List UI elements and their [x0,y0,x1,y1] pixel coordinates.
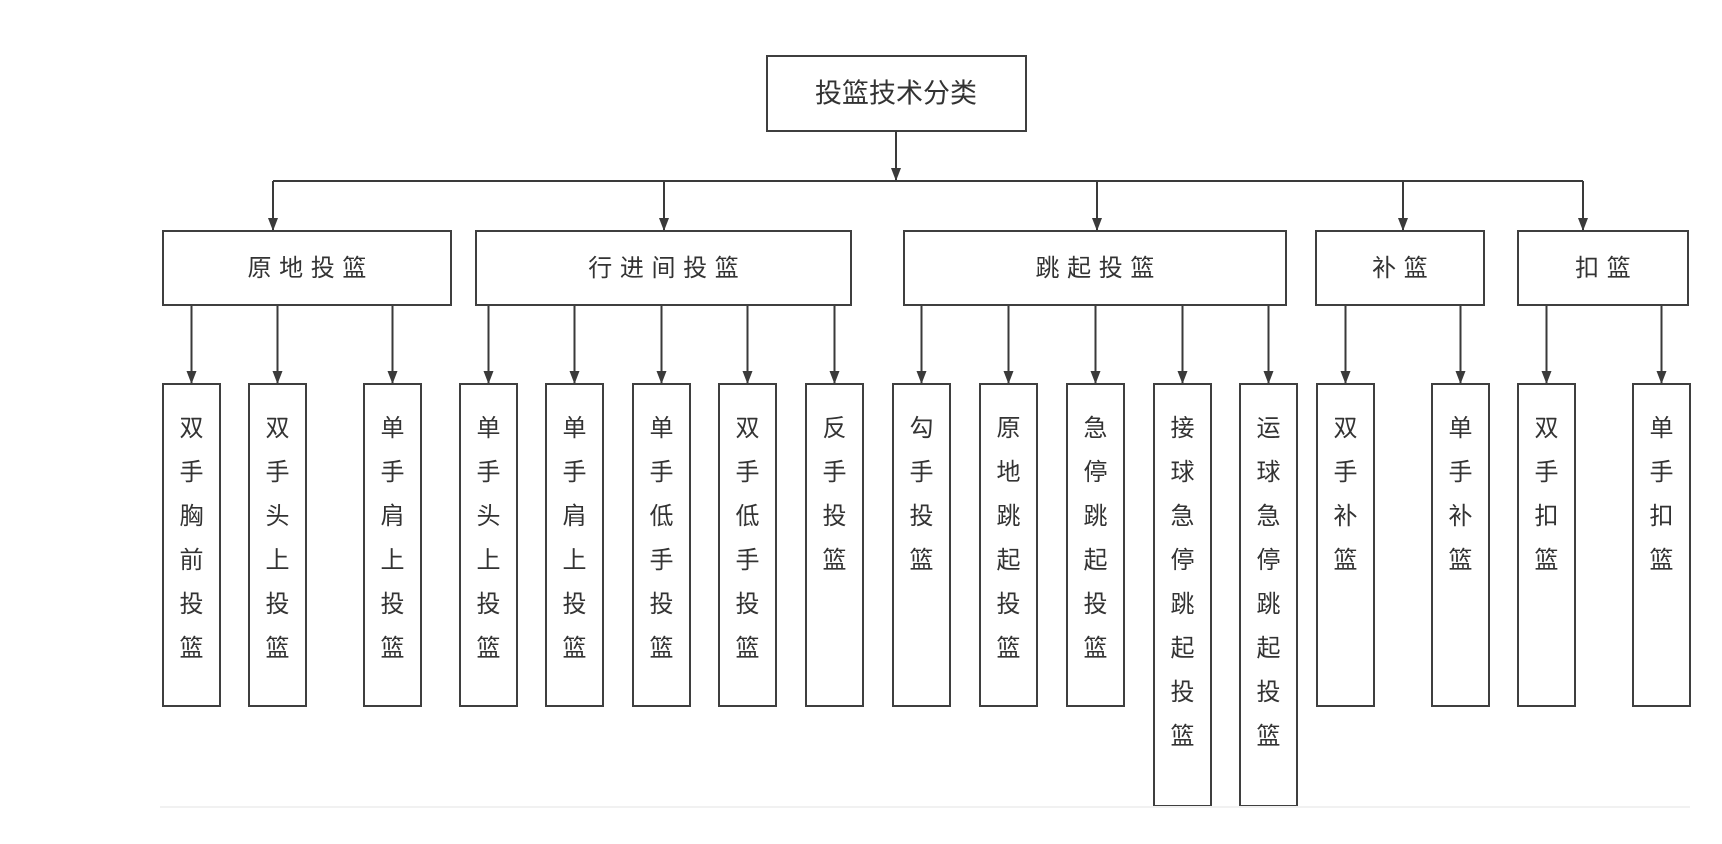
leaf-arrow [742,371,753,384]
leaf-label: 双手头上投篮 [266,414,290,662]
leaf-label: 反手投篮 [823,414,847,574]
connector-lines [186,131,1667,384]
leaf-node: 勾手投篮 [892,383,951,707]
category-node: 补 篮 [1315,230,1485,306]
leaf-label: 急停跳起投篮 [1084,414,1108,662]
leaf-box [632,383,691,707]
category-node: 行 进 间 投 篮 [475,230,852,306]
leaf-arrow [1177,371,1188,384]
leaf-arrow [1455,371,1466,384]
leaf-node: 双手补篮 [1316,383,1375,707]
leaf-box [1517,383,1576,707]
category-nodes: 原 地 投 篮行 进 间 投 篮跳 起 投 篮补 篮扣 篮 [162,230,1689,306]
leaf-box [1316,383,1375,707]
leaf-box [363,383,422,707]
leaf-node: 双手低手投篮 [718,383,777,707]
category-node: 跳 起 投 篮 [903,230,1287,306]
leaf-box [1632,383,1691,707]
leaf-arrow [656,371,667,384]
leaf-node: 双手胸前投篮 [162,383,221,707]
leaf-arrow [1263,371,1274,384]
root-label: 投篮技术分类 [815,79,977,110]
category-arrow [1398,218,1408,231]
leaf-node: 原地跳起投篮 [979,383,1038,707]
leaf-box [805,383,864,707]
leaf-label: 勾手投篮 [910,414,934,574]
leaf-label: 单手补篮 [1449,414,1473,574]
leaf-arrow [916,371,927,384]
leaf-node: 单手补篮 [1431,383,1490,707]
leaf-label: 双手低手投篮 [736,414,760,662]
leaf-box [162,383,221,707]
category-label: 跳 起 投 篮 [1036,254,1155,282]
leaf-node: 双手扣篮 [1517,383,1576,707]
category-box [903,230,1287,306]
leaf-node: 单手肩上投篮 [363,383,422,707]
leaf-arrow [186,371,197,384]
leaf-label: 单手低手投篮 [650,414,674,662]
leaf-label: 运球急停跳起投篮 [1257,414,1281,750]
leaf-label: 双手胸前投篮 [180,414,204,662]
leaf-arrow [1541,371,1552,384]
leaf-box [1239,383,1298,807]
leaf-node: 急停跳起投篮 [1066,383,1125,707]
category-node: 原 地 投 篮 [162,230,452,306]
leaf-label: 双手补篮 [1334,414,1358,574]
leaf-node: 反手投篮 [805,383,864,707]
root-node: 投篮技术分类 [766,55,1027,132]
leaf-box [1431,383,1490,707]
root-stem-arrow [891,168,901,181]
category-box [475,230,852,306]
leaf-box [1153,383,1212,807]
leaf-box [1066,383,1125,707]
category-arrow [659,218,669,231]
leaf-node: 运球急停跳起投篮 [1239,383,1298,807]
leaf-box [545,383,604,707]
leaf-label: 接球急停跳起投篮 [1171,414,1195,750]
leaf-node: 接球急停跳起投篮 [1153,383,1212,807]
leaf-label: 双手扣篮 [1535,414,1559,574]
leaf-label: 单手头上投篮 [477,414,501,662]
leaf-nodes: 双手胸前投篮 双手头上投篮 单手肩上投篮 单手头上投篮 单手肩上投篮 单手低手投篮 双手低手… [162,383,1691,807]
category-box [1315,230,1485,306]
leaf-box [459,383,518,707]
category-label: 行 进 间 投 篮 [588,254,739,282]
leaf-arrow [1003,371,1014,384]
category-arrow [1578,218,1588,231]
leaf-box [892,383,951,707]
category-box [162,230,452,306]
leaf-node: 单手扣篮 [1632,383,1691,707]
category-arrow [268,218,278,231]
category-arrow [1092,218,1102,231]
category-label: 原 地 投 篮 [248,254,367,282]
category-node: 扣 篮 [1517,230,1689,306]
leaf-node: 双手头上投篮 [248,383,307,707]
leaf-box [979,383,1038,707]
leaf-arrow [569,371,580,384]
leaf-label: 单手肩上投篮 [563,414,587,662]
leaf-arrow [1090,371,1101,384]
leaf-label: 单手肩上投篮 [381,414,405,662]
leaf-box [248,383,307,707]
category-label: 补 篮 [1372,254,1428,282]
category-label: 扣 篮 [1575,254,1631,282]
leaf-box [718,383,777,707]
category-box [1517,230,1689,306]
leaf-arrow [387,371,398,384]
leaf-arrow [272,371,283,384]
leaf-arrow [483,371,494,384]
leaf-node: 单手肩上投篮 [545,383,604,707]
leaf-node: 单手低手投篮 [632,383,691,707]
leaf-arrow [1340,371,1351,384]
leaf-label: 单手扣篮 [1650,414,1674,574]
leaf-arrow [1656,371,1667,384]
leaf-arrow [829,371,840,384]
leaf-label: 原地跳起投篮 [997,414,1021,662]
leaf-node: 单手头上投篮 [459,383,518,707]
